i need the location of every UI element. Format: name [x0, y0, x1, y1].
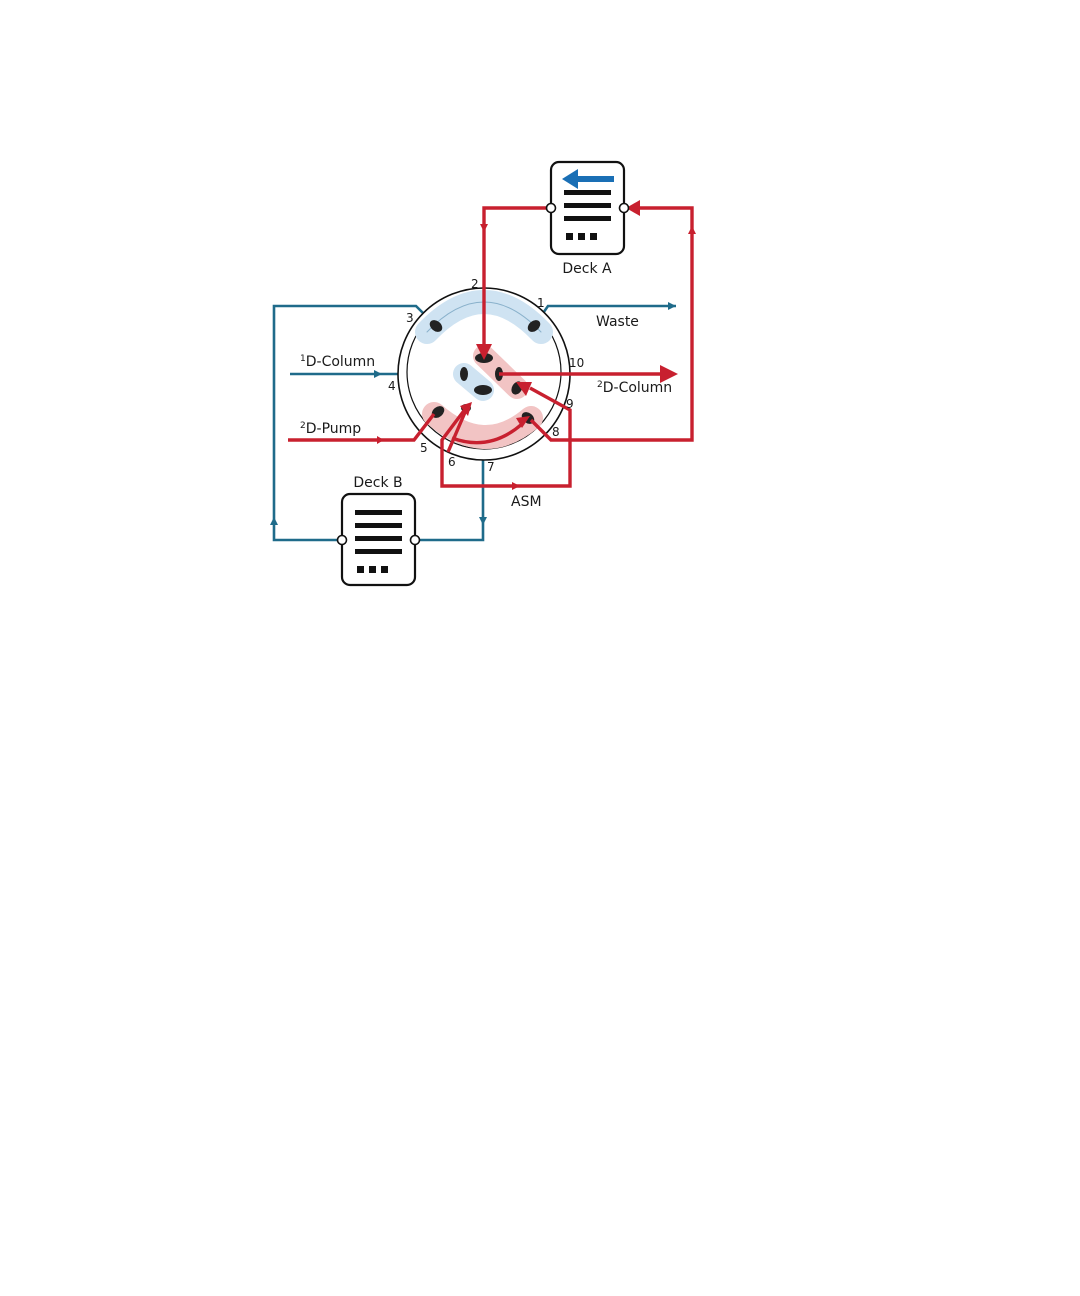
2d-pump-label: 2D-Pump	[300, 421, 361, 437]
deck-a-left-connector	[547, 204, 556, 213]
arrowhead-asm	[512, 482, 520, 490]
deck-b: Deck B	[338, 475, 420, 585]
2d-column-label: 2D-Column	[597, 380, 672, 396]
arrowhead-down-left	[480, 224, 488, 232]
port-number-4: 4	[388, 379, 396, 393]
port-number-9: 9	[566, 397, 574, 411]
port-number-7: 7	[487, 460, 495, 474]
2d-column-text: D-Column	[603, 380, 672, 396]
arrowhead	[479, 517, 487, 525]
deck-a: Deck A	[547, 162, 629, 277]
port-number-6: 6	[448, 455, 456, 469]
deck-b-label: Deck B	[353, 475, 402, 491]
asm-label: ASM	[511, 494, 542, 510]
2d-pump-text: D-Pump	[306, 421, 362, 437]
arrowhead-pump	[377, 436, 384, 444]
port-number-5: 5	[420, 441, 428, 455]
port-hole-7c	[474, 385, 492, 395]
deck-a-label: Deck A	[562, 261, 612, 277]
deck-b-right-connector	[411, 536, 420, 545]
port-hole-4c	[460, 367, 468, 381]
arrowhead-up-right	[688, 226, 696, 234]
1d-column-text: D-Column	[306, 354, 375, 370]
arrowhead	[374, 370, 382, 378]
port-number-3: 3	[406, 311, 414, 325]
port-number-1: 1	[537, 296, 545, 310]
port-number-10: 10	[569, 356, 584, 370]
waste-label: Waste	[596, 314, 639, 330]
arrowhead	[668, 302, 676, 310]
port-number-8: 8	[552, 425, 560, 439]
arrowhead	[270, 517, 278, 525]
deck-a-right-connector	[620, 204, 629, 213]
deck-b-left-connector	[338, 536, 347, 545]
1d-column-label: 1D-Column	[300, 354, 375, 370]
port-number-2: 2	[471, 277, 479, 291]
